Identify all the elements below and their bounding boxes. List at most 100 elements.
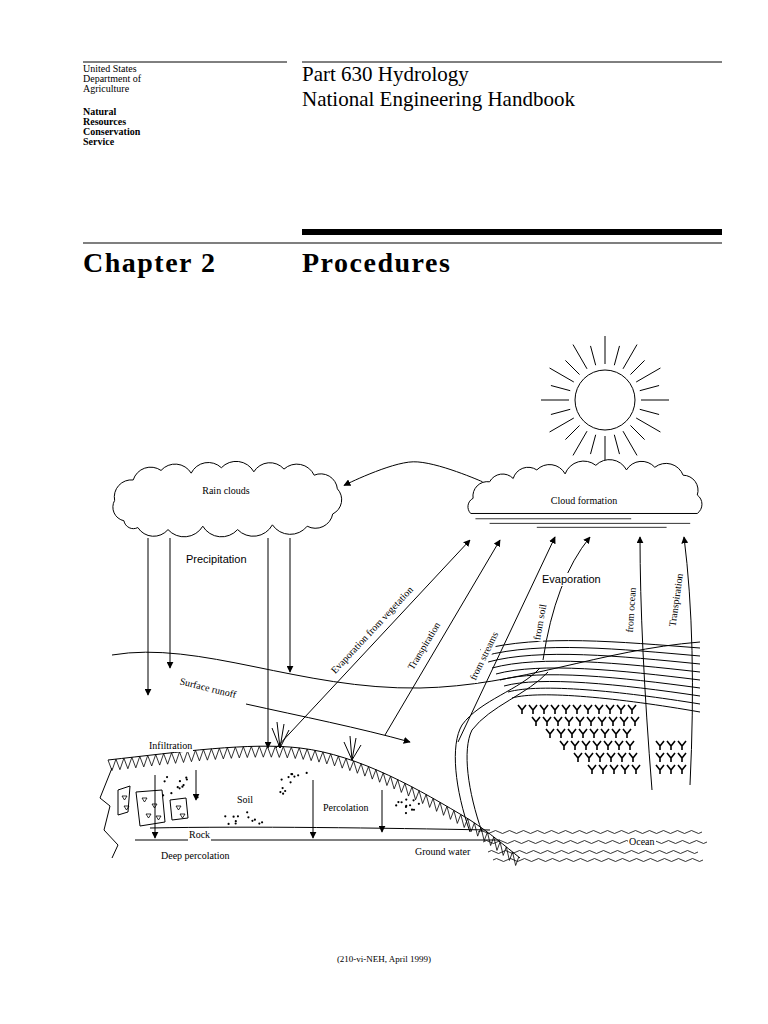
tree-symbol: [554, 717, 562, 726]
soil-dot: [290, 773, 292, 775]
soil-dot: [293, 775, 295, 777]
transpiration-arrow: [385, 540, 500, 735]
tree-symbol: [576, 717, 584, 726]
tree-symbol: [678, 753, 686, 762]
tree-symbol: [546, 729, 554, 738]
header-rule: [83, 62, 287, 63]
percolation-arrow: [382, 790, 383, 832]
tree-symbol: [620, 717, 628, 726]
tree-symbol: [609, 717, 617, 726]
tree-symbol: [573, 705, 581, 714]
tree-symbol: [599, 765, 607, 774]
process-label: Precipitation: [185, 553, 248, 566]
flow-arrows: [148, 537, 692, 838]
wave: [609, 841, 623, 844]
soil-dots: [162, 772, 420, 825]
wave: [516, 851, 530, 854]
wave: [577, 859, 591, 862]
tree-symbol: [612, 729, 620, 738]
tree-symbol: [656, 765, 664, 774]
wave: [544, 851, 558, 854]
rock-mark: [156, 816, 161, 820]
soil-dot: [411, 809, 413, 811]
sun-ray: [551, 386, 570, 391]
wave: [525, 841, 539, 844]
tree-symbol: [678, 765, 686, 774]
wave: [520, 831, 534, 834]
sun-ray: [636, 368, 660, 382]
soil-dot: [306, 772, 308, 774]
percolation-arrow: [313, 780, 314, 838]
wave: [661, 859, 675, 862]
plant: [344, 736, 361, 760]
tree-symbol: [518, 705, 526, 714]
soil-dot: [186, 778, 188, 780]
hill-contours: [480, 641, 700, 712]
ground-surface: [108, 746, 520, 858]
wave: [647, 859, 661, 862]
tree-symbol: [604, 741, 612, 750]
wave: [581, 841, 595, 844]
wave: [553, 841, 567, 844]
rock-marks: [122, 796, 185, 820]
wave: [628, 851, 642, 854]
tree-symbol: [626, 741, 634, 750]
wave: [511, 841, 525, 844]
wave: [478, 831, 492, 834]
wave: [572, 851, 586, 854]
sun-ray: [565, 360, 579, 374]
thick-bar: [302, 229, 722, 235]
process-label: Evaporation from vegetation: [328, 583, 416, 676]
wave: [670, 851, 684, 854]
rock-mark: [176, 806, 181, 810]
soil-dot: [284, 790, 286, 792]
tree-symbol: [582, 741, 590, 750]
tree-symbol: [631, 717, 639, 726]
tree-symbol: [584, 705, 592, 714]
wave: [562, 831, 576, 834]
process-label: Evaporation: [541, 573, 602, 586]
tree-symbol: [678, 741, 686, 750]
evaporation-arrow: [458, 537, 555, 742]
sun-ray: [591, 435, 596, 454]
sun-ray: [640, 386, 659, 391]
chapter-rule: [83, 242, 722, 243]
header-rules: [83, 62, 722, 243]
hill-contour: [480, 641, 700, 650]
cloud-base-line: [490, 523, 691, 524]
tree-symbol: [587, 717, 595, 726]
wave: [693, 841, 707, 844]
rock-mark: [142, 798, 147, 802]
rock-mark: [122, 796, 127, 800]
wave: [604, 831, 618, 834]
tree-symbol: [667, 753, 675, 762]
evaporation-arrow: [640, 537, 652, 790]
soil-dot: [401, 801, 403, 803]
tree-symbol: [601, 729, 609, 738]
tree-symbol: [574, 753, 582, 762]
tree-symbol: [551, 705, 559, 714]
wave: [483, 841, 497, 844]
wave: [679, 841, 693, 844]
precipitation-arrow: [170, 538, 171, 668]
soil-dot: [254, 819, 256, 821]
wave: [535, 859, 549, 862]
soil-dot: [282, 793, 284, 795]
soil-dot: [170, 792, 172, 794]
soil-dot: [237, 815, 239, 817]
soil-dot: [281, 778, 283, 780]
soil-dot: [291, 773, 293, 775]
soil-dot: [196, 796, 198, 798]
grass-edge: [108, 746, 519, 865]
tree-symbol: [656, 753, 664, 762]
cliff-edge: [100, 768, 118, 858]
wave: [688, 831, 702, 834]
rock-mark: [146, 814, 151, 818]
sun-ray: [630, 425, 644, 439]
rock-block: [136, 790, 165, 826]
soil-dot: [162, 794, 164, 796]
rock-mark: [180, 814, 185, 818]
wave: [656, 851, 670, 854]
soil-dot: [289, 781, 291, 783]
tree-symbol: [568, 729, 576, 738]
